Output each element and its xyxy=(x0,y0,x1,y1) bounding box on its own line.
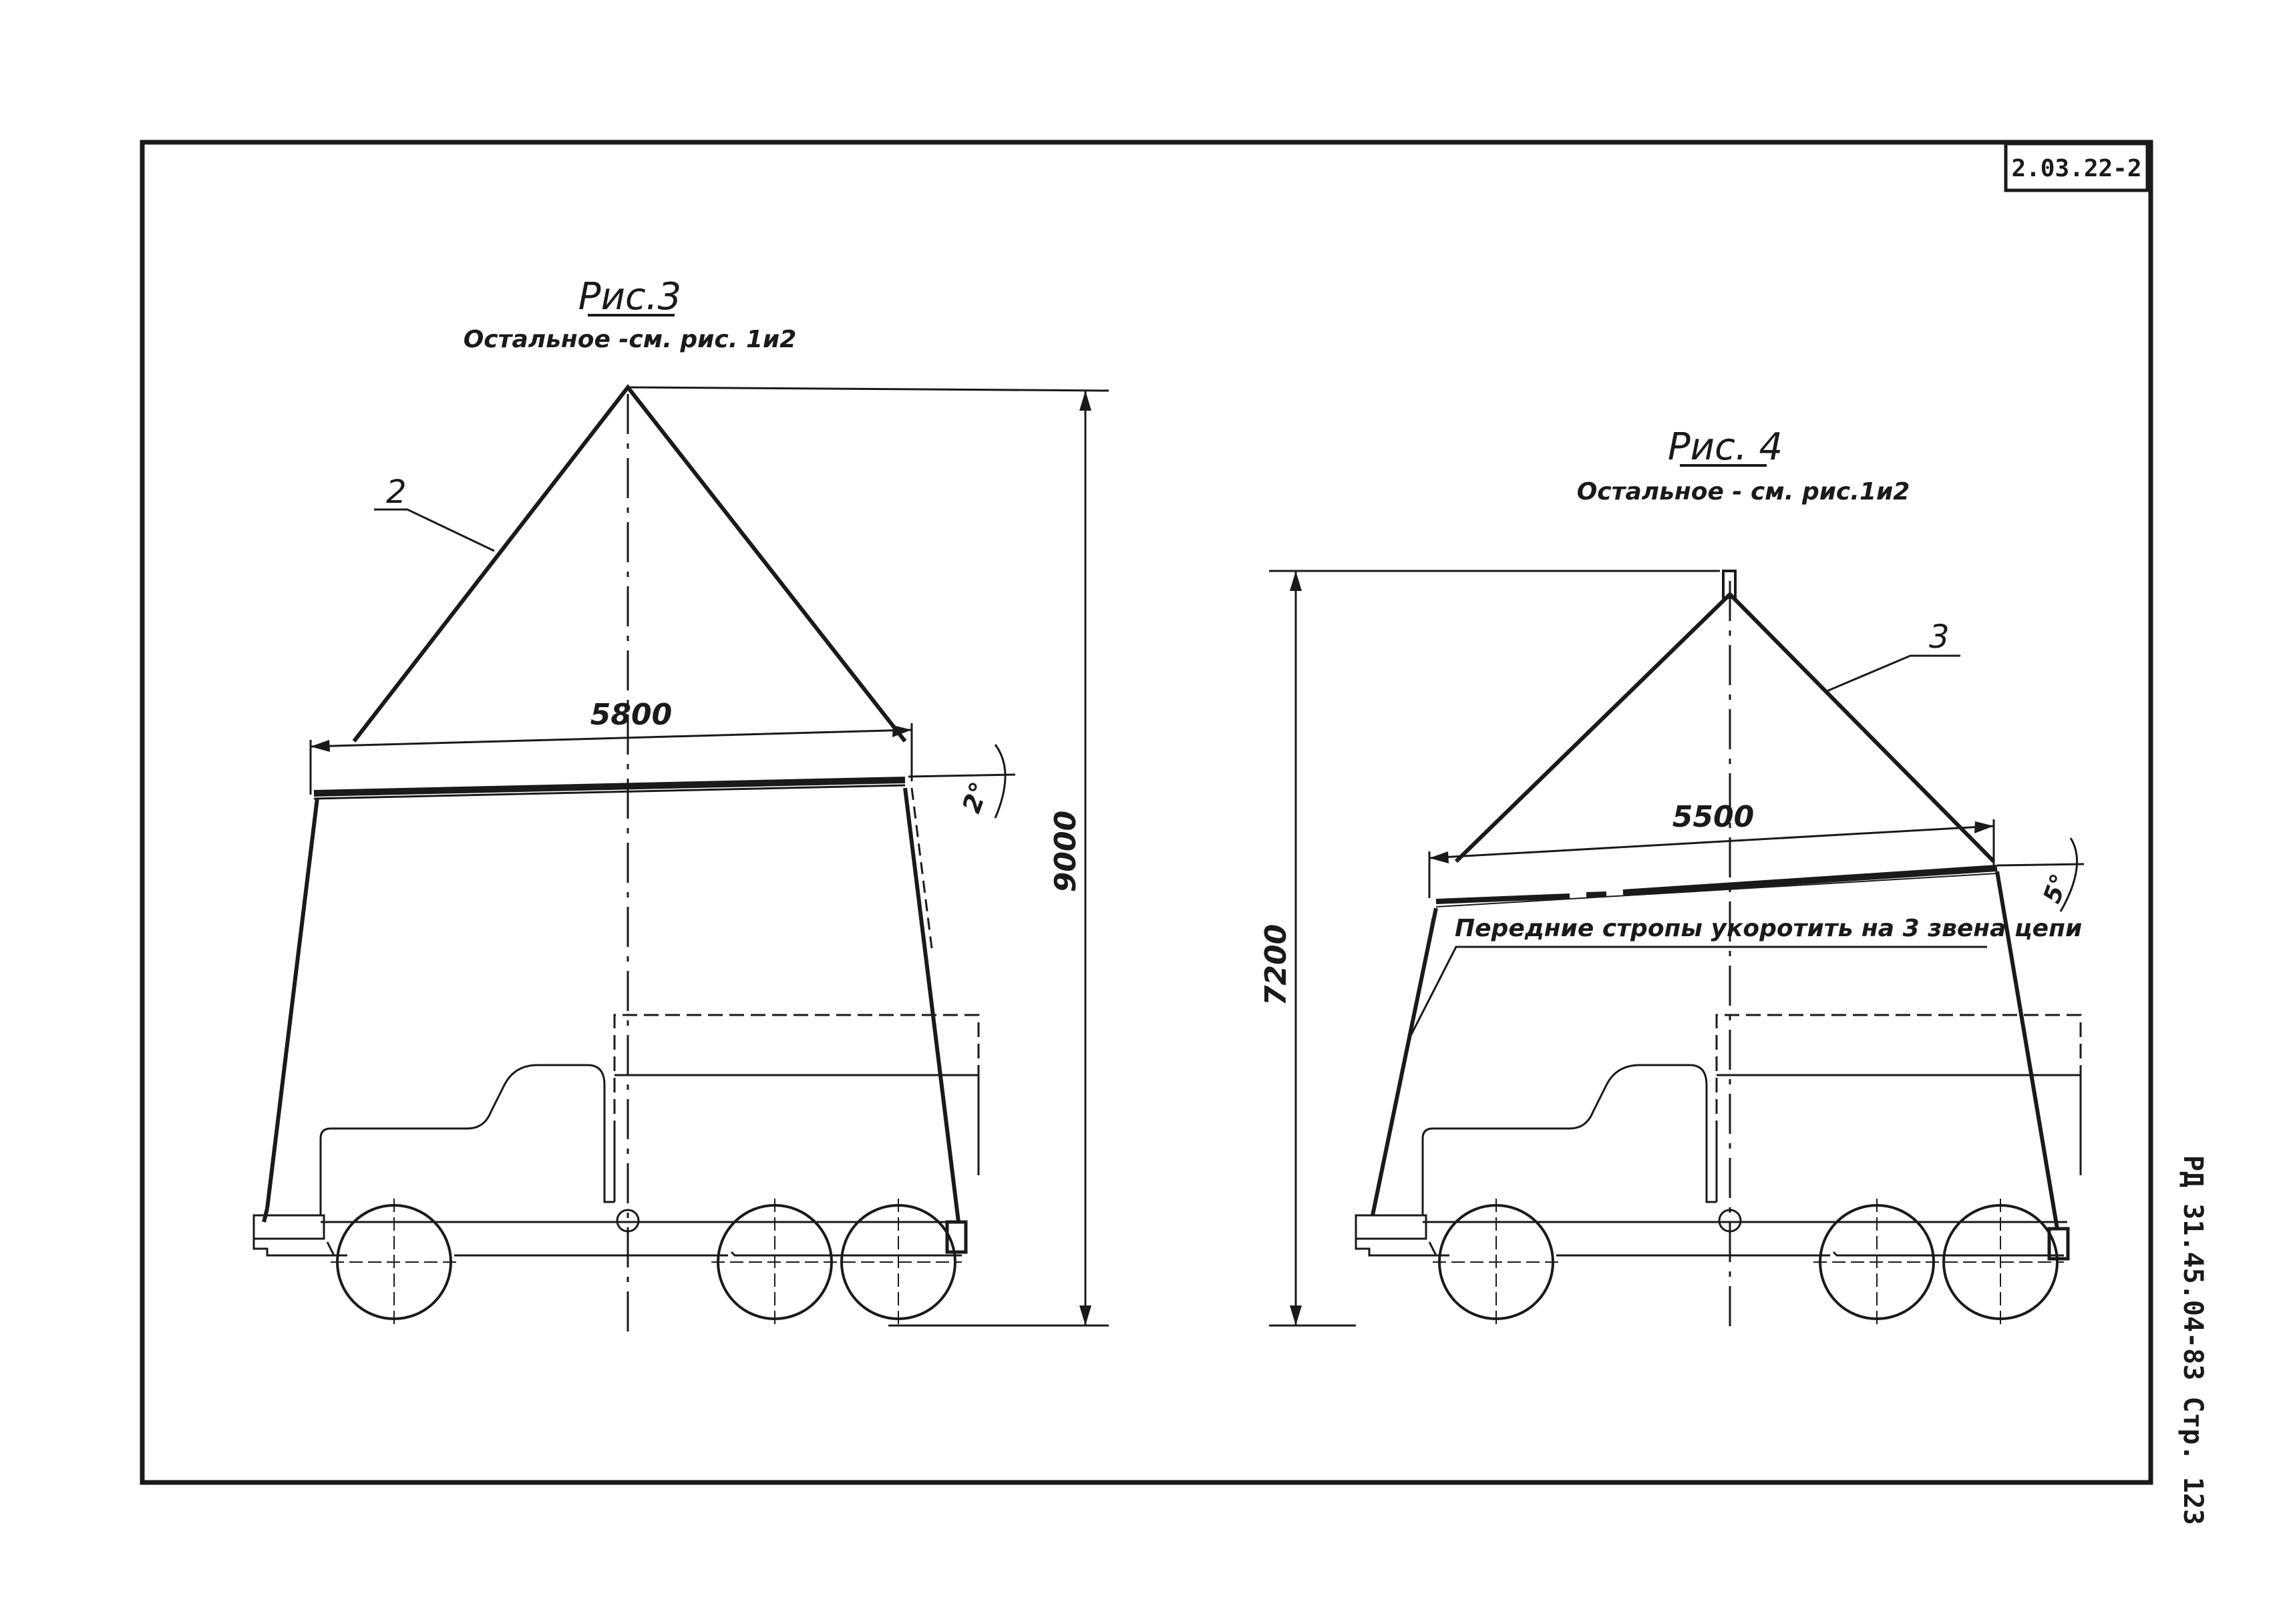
figure-4-title: Рис. 4 xyxy=(1668,425,1783,469)
figure-3: Рис.3 Остальное -см. рис. 1и2 2 5800 xyxy=(252,275,1109,1336)
figure-3-truck xyxy=(252,1014,980,1326)
figure-4-height-dimension: 7200 xyxy=(1259,924,1293,1006)
figure-4-right-leg xyxy=(1995,871,2059,1229)
figure-4-note: Передние стропы укоротить на 3 звена цеп… xyxy=(1455,915,2082,942)
figure-3-angle-marker xyxy=(908,744,1016,819)
figure-4-angle: 5° xyxy=(2039,871,2074,907)
sheet-frame xyxy=(140,140,2153,1485)
figure-4-item-number: 3 xyxy=(1929,618,1950,656)
figure-4-sling xyxy=(1454,591,1996,863)
figure-3-title: Рис.3 xyxy=(578,275,681,319)
figure-4-truck xyxy=(1355,1014,2082,1326)
figure-3-left-leg xyxy=(265,797,319,1209)
figure-3-subtitle: Остальное -см. рис. 1и2 xyxy=(464,326,797,353)
figure-3-height-dimension-line xyxy=(627,386,1109,1327)
figure-4-angle-marker xyxy=(1996,837,2085,912)
figure-4-width-dimension: 5500 xyxy=(1672,800,1754,834)
side-reference: РД 31.45.04-83 Стр. 123 xyxy=(2177,1155,2208,1525)
figure-3-sling xyxy=(352,384,907,743)
figure-3-item-number: 2 xyxy=(386,473,407,511)
figure-3-height-dimension: 9000 xyxy=(1049,811,1083,892)
figure-4-left-chain xyxy=(1371,907,1438,1216)
figure-3-angle: 2° xyxy=(956,778,995,817)
stamp-code: 2.03.22-2 xyxy=(2011,155,2141,182)
figure-3-spreader-beam xyxy=(313,777,906,800)
figure-3-right-chain xyxy=(903,787,960,1223)
figure-4-width-dimension-line xyxy=(1428,819,1995,898)
stamp-box: 2.03.22-2 xyxy=(2004,142,2149,192)
figure-4-height-dimension-line xyxy=(1269,570,1720,1327)
figure-4-spreader-beam xyxy=(1435,865,1998,907)
figure-3-width-dimension: 5800 xyxy=(590,698,672,732)
figure-4-subtitle: Остальное - см. рис.1и2 xyxy=(1577,478,1910,505)
figure-4: Рис. 4 Остальное - см. рис.1и2 3 5500 xyxy=(1259,425,2085,1336)
figure-3-width-dimension-line xyxy=(309,723,913,795)
